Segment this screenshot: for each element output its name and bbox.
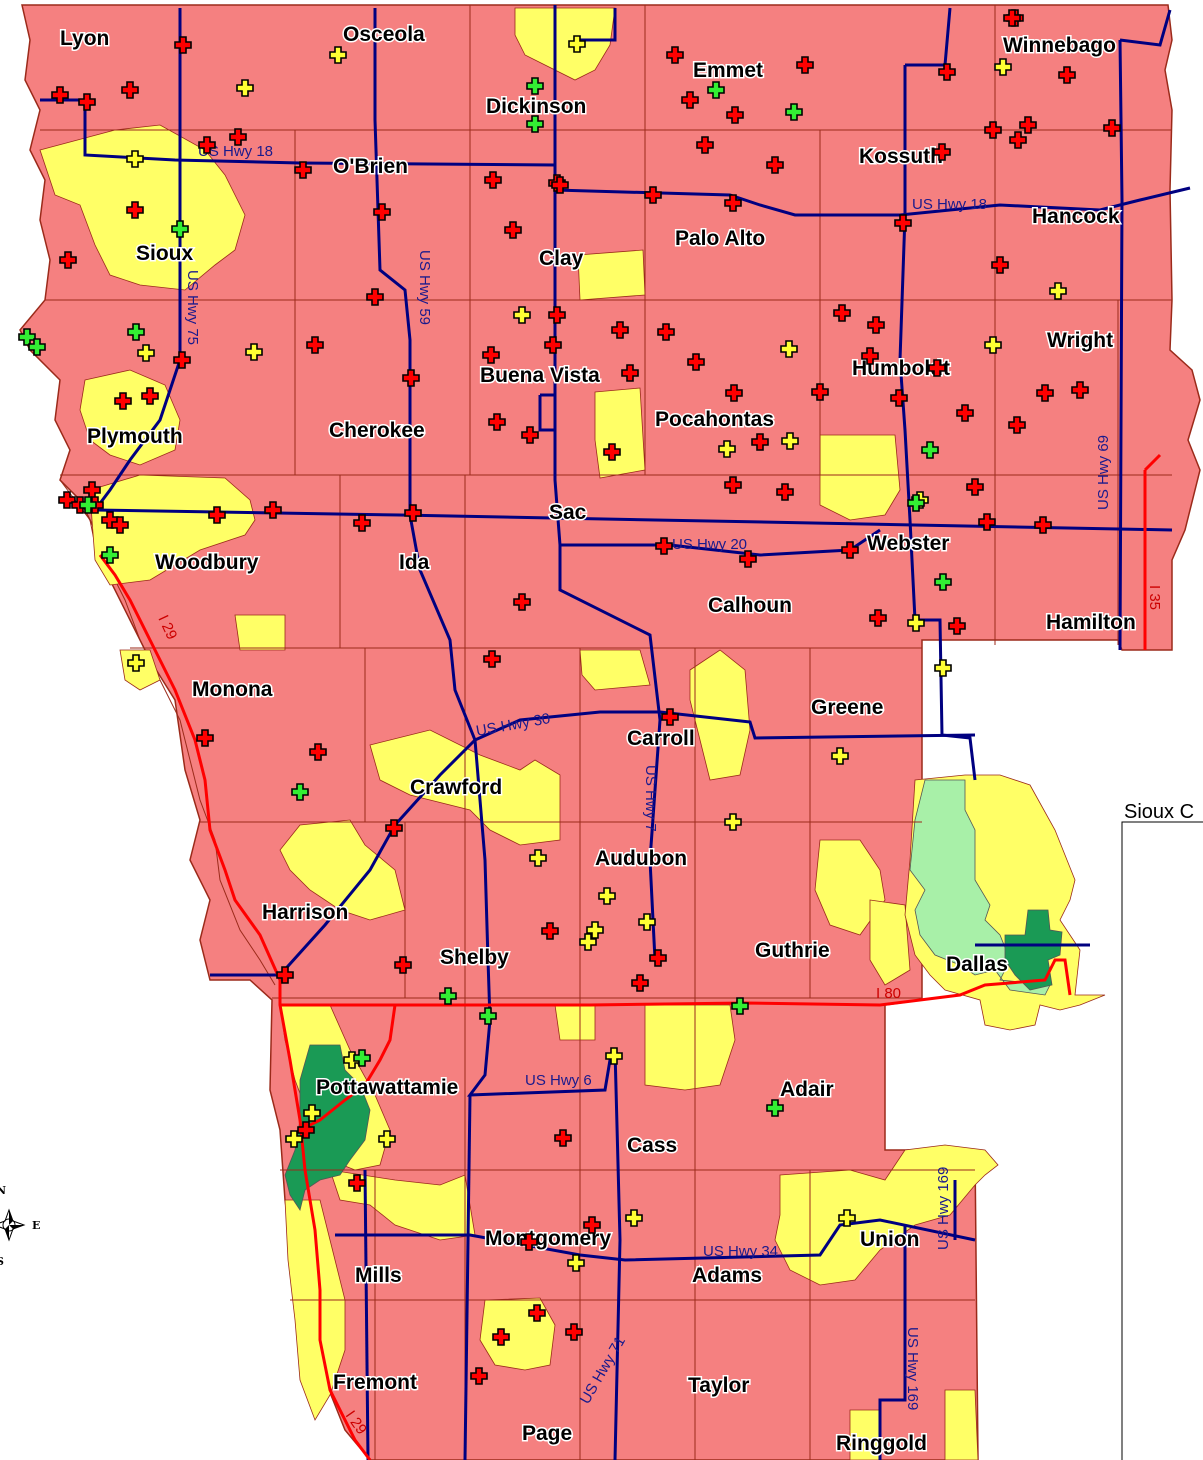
county-label-taylor: Taylor — [688, 1374, 749, 1397]
road-label-hwy75: US Hwy 75 — [184, 270, 201, 345]
yellow-cross-marker — [934, 659, 952, 677]
compass-rose — [0, 1208, 26, 1242]
road-label-hwy20: US Hwy 20 — [672, 536, 747, 553]
road-label-hwy34: US Hwy 34 — [703, 1243, 778, 1260]
county-label-harrison: Harrison — [262, 901, 348, 924]
county-label-pottawattamie: Pottawattamie — [316, 1076, 458, 1099]
county-label-cass: Cass — [627, 1134, 677, 1157]
compass-east: E — [32, 1219, 40, 1232]
county-label-plymouth: Plymouth — [87, 425, 183, 448]
county-label-mills: Mills — [355, 1264, 402, 1287]
county-label-adams: Adams — [692, 1264, 762, 1287]
county-label-webster: Webster — [867, 532, 949, 555]
county-label-clay: Clay — [539, 247, 584, 270]
county-label-lyon: Lyon — [60, 27, 109, 50]
county-label-ida: Ida — [399, 551, 430, 574]
road-label-hwy59: US Hwy 59 — [416, 250, 433, 325]
county-boundaries — [40, 5, 1172, 1460]
county-label-hamilton: Hamilton — [1046, 611, 1136, 634]
county-label-dallas: Dallas — [946, 953, 1008, 976]
county-label-palo-alto: Palo Alto — [675, 227, 765, 250]
county-label-calhoun: Calhoun — [708, 594, 792, 617]
county-labels: Lyon Osceola Dickinson Emmet Winnebago K… — [59, 22, 1138, 1457]
county-label-sac: Sac — [549, 501, 587, 524]
county-label-emmet: Emmet — [693, 59, 763, 82]
county-label-greene: Greene — [811, 696, 883, 719]
inset-frame — [1121, 821, 1203, 1460]
county-label-dickinson: Dickinson — [486, 95, 586, 118]
county-label-audubon: Audubon — [595, 847, 687, 870]
road-label-hwy6: US Hwy 6 — [525, 1072, 592, 1089]
county-label-crawford: Crawford — [410, 776, 502, 799]
county-label-cherokee: Cherokee — [329, 419, 425, 442]
light-green-zone — [909, 779, 1051, 996]
county-label-monona: Monona — [192, 678, 273, 701]
county-label-guthrie: Guthrie — [755, 939, 830, 962]
dark-green-zone-dallas — [1004, 909, 1063, 991]
road-label-hwy69: US Hwy 69 — [1095, 435, 1112, 510]
inset-title: Sioux C — [1124, 801, 1194, 823]
missouri-river-border — [59, 479, 276, 986]
county-label-osceola: Osceola — [343, 23, 425, 46]
county-label-buena-vista: Buena Vista — [480, 364, 600, 387]
county-label-fremont: Fremont — [333, 1371, 417, 1394]
county-label-winnebago: Winnebago — [1003, 34, 1116, 57]
county-label-obrien: O'Brien — [333, 155, 408, 178]
road-label-hwy18-west: US Hwy 18 — [198, 143, 273, 160]
county-label-union: Union — [860, 1228, 919, 1251]
compass-north: N — [0, 1184, 6, 1197]
county-label-shelby: Shelby — [440, 946, 509, 969]
county-label-kossuth: Kossuth — [859, 145, 943, 168]
county-label-adair: Adair — [780, 1078, 834, 1101]
county-label-carroll: Carroll — [627, 727, 695, 750]
road-label-hwy169-north: US Hwy 169 — [935, 1167, 952, 1250]
us-highways — [40, 5, 1191, 1460]
road-label-hwy18-east: US Hwy 18 — [912, 196, 987, 213]
county-label-hancock: Hancock — [1032, 205, 1120, 228]
county-label-sioux: Sioux — [136, 242, 193, 265]
road-label-hwy7: US Hwy 7 — [642, 765, 659, 832]
road-label-i35: I 35 — [1146, 585, 1163, 610]
county-label-page: Page — [522, 1422, 572, 1445]
compass-south: S — [0, 1255, 4, 1268]
road-label-hwy169-south: US Hwy 169 — [904, 1327, 921, 1410]
county-label-pocahontas: Pocahontas — [655, 408, 774, 431]
county-label-wright: Wright — [1047, 329, 1113, 352]
interstates — [98, 453, 1162, 1460]
county-label-woodbury: Woodbury — [155, 551, 259, 574]
road-label-i80: I 80 — [876, 985, 901, 1002]
county-label-ringgold: Ringgold — [836, 1432, 927, 1455]
